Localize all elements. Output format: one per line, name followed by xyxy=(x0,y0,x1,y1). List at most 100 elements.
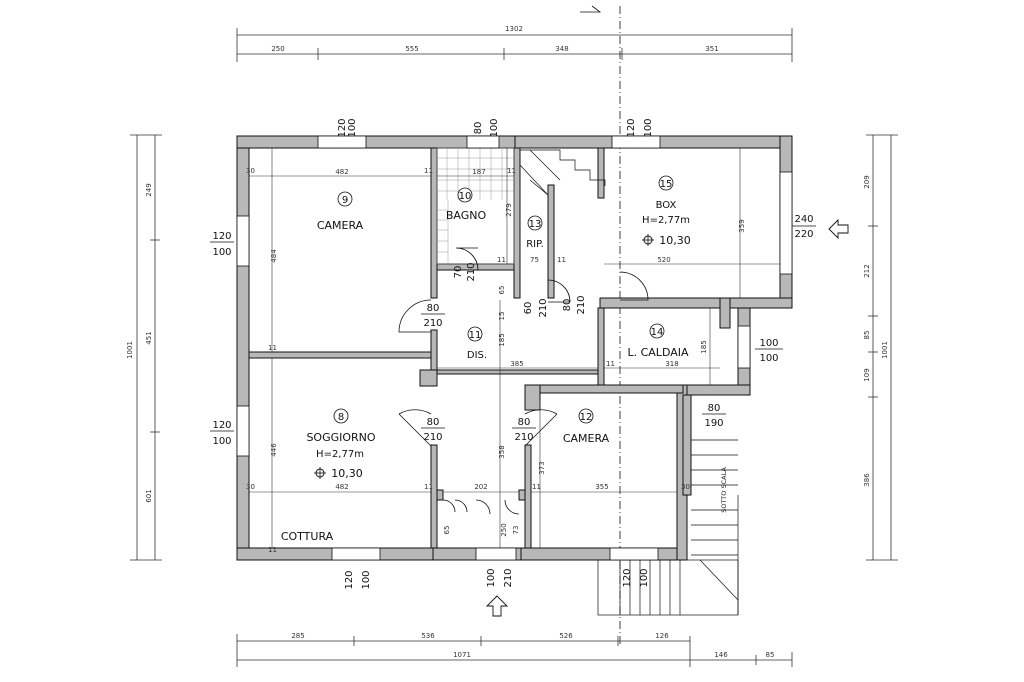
room-13-number: 13 xyxy=(529,219,542,230)
d-rip-b: 210 xyxy=(538,298,549,317)
dim-bottom-seg-2: 536 xyxy=(421,632,435,640)
inner-dimension-lines xyxy=(249,148,780,548)
w-bot1-b: 100 xyxy=(361,570,372,589)
d-cam9-a: 80 xyxy=(427,303,440,314)
w-left2-b: 100 xyxy=(212,436,231,447)
w-left2-a: 120 xyxy=(212,420,231,431)
section-line xyxy=(580,5,621,645)
dim-left-seg-1: 249 xyxy=(145,183,153,196)
room-8: 8 SOGGIORNO H=2,77m 10,30 xyxy=(306,408,376,480)
dim-right-seg-4: 109 xyxy=(863,368,871,381)
dim-n11-f: 11 xyxy=(606,360,615,368)
walls xyxy=(236,135,793,561)
dim-n11-e: 11 xyxy=(532,483,541,491)
room-11-name: DIS. xyxy=(467,350,487,361)
dim-n11-h: 11 xyxy=(497,256,506,264)
dim-top-total: 1302 xyxy=(505,25,523,33)
right-dimension-lines: 209 212 85 109 386 1001 xyxy=(863,134,898,561)
dim-top-seg-1: 250 xyxy=(271,45,284,53)
dim-right-seg-1: 209 xyxy=(863,175,871,188)
w-top2-a: 80 xyxy=(473,122,484,135)
dim-n30-b: 30 xyxy=(246,483,255,491)
room-10-number: 10 xyxy=(459,191,472,202)
w-caldaia-b: 100 xyxy=(759,353,778,364)
doors xyxy=(398,247,649,515)
stairs-rip xyxy=(519,149,606,196)
dim-sogg-h: 446 xyxy=(270,443,278,457)
dim-bagno-h: 279 xyxy=(505,203,513,216)
d-cam9-b: 210 xyxy=(423,318,442,329)
stairs-exterior xyxy=(597,439,739,616)
d-box-a: 80 xyxy=(562,299,573,312)
w-caldaia-a: 100 xyxy=(759,338,778,349)
dim-n30-a: 30 xyxy=(246,167,255,175)
opening-labels: 120 100 80 100 120 100 120 100 120 100 2… xyxy=(210,118,816,590)
dim-n65: 65 xyxy=(498,286,506,295)
dim-cam12-h: 373 xyxy=(538,461,546,474)
dim-n30-c: 30 xyxy=(681,483,690,491)
dim-ing-a: 65 xyxy=(443,526,451,535)
room-15-height: H=2,77m xyxy=(642,215,690,226)
dim-bottom-total: 1071 xyxy=(453,651,471,659)
d-sotto-b: 190 xyxy=(704,418,723,429)
left-dimension-lines: 1001 249 451 601 xyxy=(126,134,162,561)
dim-n11-c: 11 xyxy=(268,344,277,352)
room-14-number: 14 xyxy=(651,327,664,338)
sotto-scala-label: SOTTO SCALA xyxy=(720,467,728,513)
entrance-arrow-bottom-icon xyxy=(485,595,509,617)
dim-bottom-extra-1: 146 xyxy=(714,651,728,659)
dim-n185: 185 xyxy=(498,333,506,346)
d-cam12-a: 80 xyxy=(518,417,531,428)
bottom-dimension-lines: 285 536 526 126 1071 146 85 xyxy=(236,632,793,667)
dim-cam9-h: 484 xyxy=(270,249,278,263)
room-11: 11 DIS. xyxy=(467,326,487,361)
dim-right-seg-5: 386 xyxy=(863,473,871,487)
dim-n11-g: 11 xyxy=(557,256,566,264)
d-bagno-b: 210 xyxy=(466,262,477,281)
room-9: 9 CAMERA xyxy=(317,191,364,232)
w-bot2-b: 210 xyxy=(503,568,514,587)
room-15-area: 10,30 xyxy=(659,234,691,247)
room-8-name: SOGGIORNO xyxy=(306,431,375,444)
dim-cam9-w: 482 xyxy=(335,168,348,176)
cottura-label: COTTURA xyxy=(281,530,334,543)
dim-n11-a: 11 xyxy=(424,167,433,175)
room-12-name: CAMERA xyxy=(563,432,610,445)
d-box-b: 210 xyxy=(576,295,587,314)
d-rip-a: 60 xyxy=(523,302,534,315)
d-sotto-a: 80 xyxy=(708,403,721,414)
dim-top-seg-3: 348 xyxy=(555,45,568,53)
room-12-number: 12 xyxy=(580,412,593,423)
dim-caldaia-h: 185 xyxy=(700,340,708,353)
dim-dis-h: 358 xyxy=(498,445,506,458)
w-top2-b: 100 xyxy=(489,118,500,137)
room-15: 15 BOX H=2,77m 10,30 xyxy=(642,175,691,247)
dim-box-h: 359 xyxy=(738,219,746,232)
dim-bottom-seg-1: 285 xyxy=(291,632,304,640)
w-top3-a: 120 xyxy=(626,118,637,137)
dim-bottom-seg-3: 526 xyxy=(559,632,573,640)
room-10-name: BAGNO xyxy=(446,209,487,222)
w-bot3-b: 100 xyxy=(639,568,650,587)
dim-cam12-w: 355 xyxy=(595,483,608,491)
w-bot3-a: 120 xyxy=(622,568,633,587)
room-11-number: 11 xyxy=(469,330,482,341)
w-bot1-a: 120 xyxy=(344,570,355,589)
dim-n75: 75 xyxy=(530,256,539,264)
dim-left-seg-3: 601 xyxy=(145,489,153,502)
w-bot2-a: 100 xyxy=(486,568,497,587)
w-top3-b: 100 xyxy=(643,118,654,137)
room-13: 13 RIP. xyxy=(526,215,544,250)
dim-right-seg-2: 212 xyxy=(863,264,871,277)
w-top1-b: 100 xyxy=(347,118,358,137)
room-8-height: H=2,77m xyxy=(316,449,364,460)
room-9-number: 9 xyxy=(342,195,348,206)
room-14-name: L. CALDAIA xyxy=(627,346,689,359)
dim-n15: 15 xyxy=(498,312,506,321)
dim-ing-b: 250 xyxy=(500,523,508,536)
dim-box-w: 520 xyxy=(657,256,670,264)
dim-sogg-w: 482 xyxy=(335,483,348,491)
w-left1-a: 120 xyxy=(212,231,231,242)
room-10: 10 BAGNO xyxy=(446,187,487,222)
